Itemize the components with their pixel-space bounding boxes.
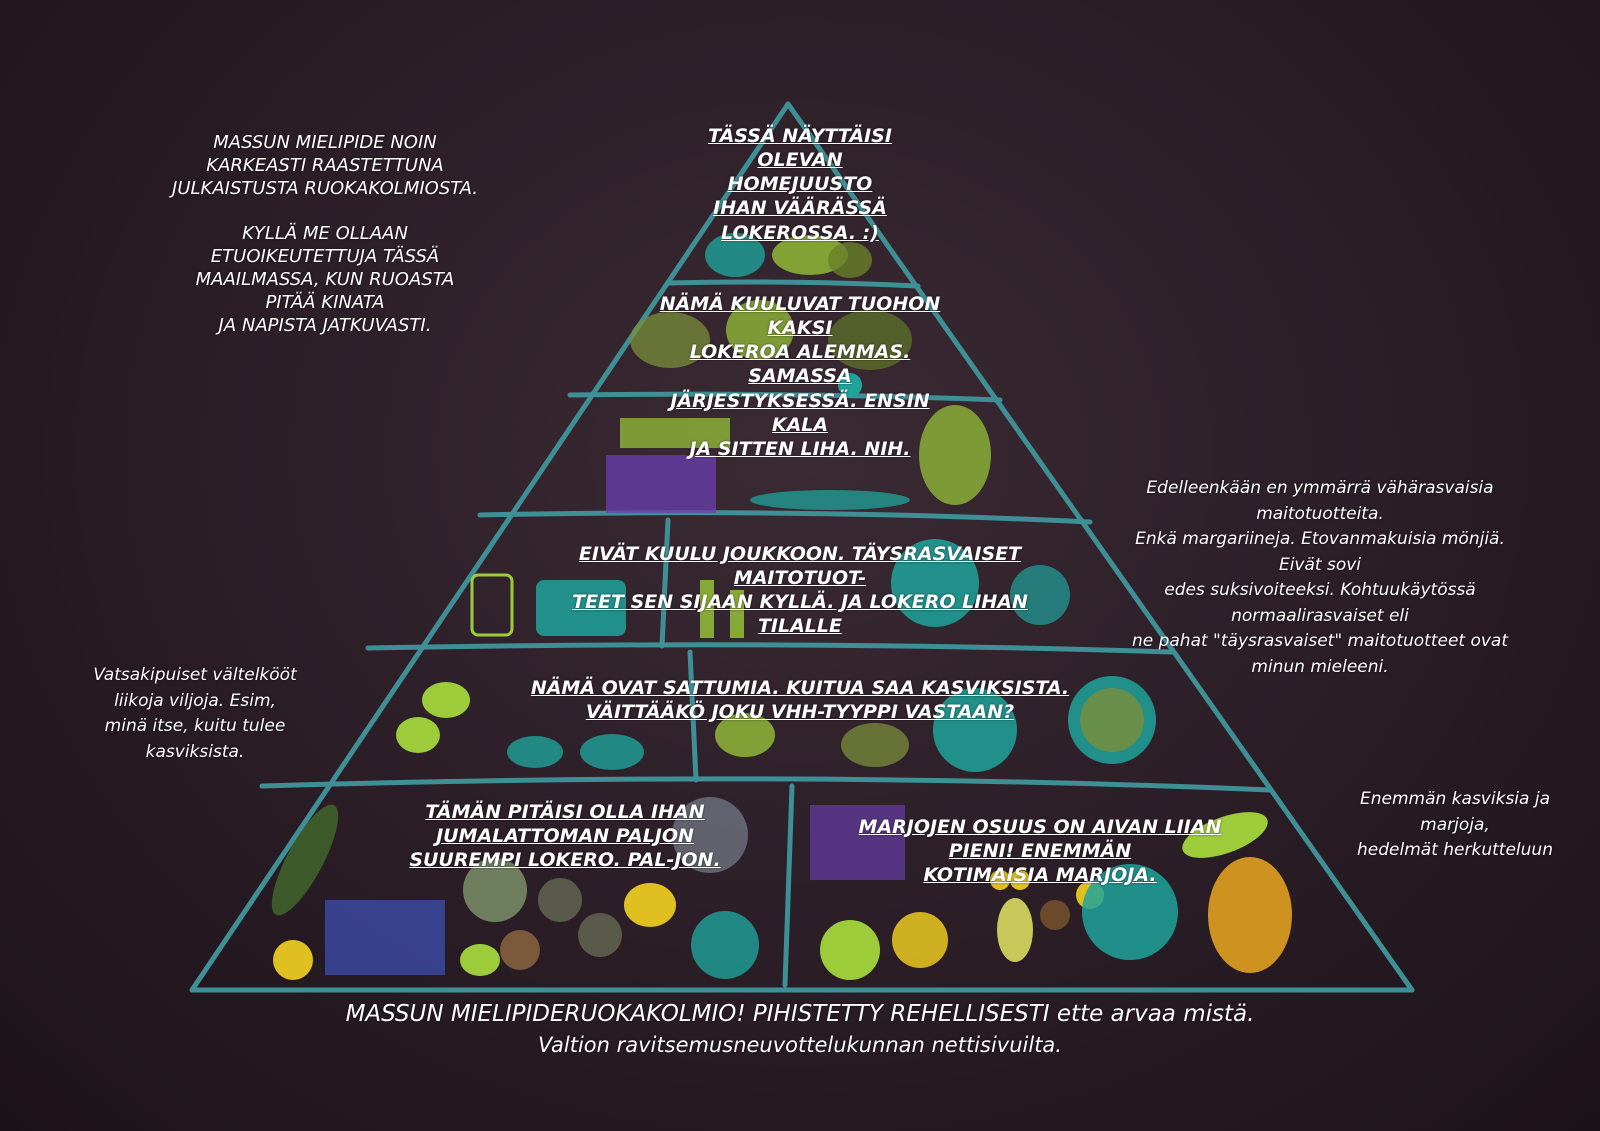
second-section-foods (630, 300, 912, 397)
footer-source: Valtion ravitsemusneuvottelukunnan netti… (538, 1033, 1062, 1057)
pyramid-chalk-lines (189, 101, 1415, 993)
pyramid-text-top: TÄSSÄ NÄYTTÄISI OLEVAN HOMEJUUSTO IHAN V… (708, 125, 892, 244)
footer-title: MASSUN MIELIPIDERUOKAKOLMIO! PIHISTETTY … (345, 1001, 1255, 1027)
top-section-foods (705, 233, 872, 278)
grains-section-foods (396, 676, 1156, 772)
berries-section-foods (810, 805, 1292, 980)
pyramid-text-berries: MARJOJEN OSUUS ON AIVAN LIIAN PIENI! ENE… (858, 816, 1222, 887)
note-top-left: MASSUN MIELIPIDE NOIN KARKEASTI RAASTETT… (172, 132, 478, 336)
pyramid-text-vegetables: TÄMÄN PITÄISI OLLA IHAN JUMALATTOMAN PAL… (409, 801, 721, 872)
pyramid-text-second: NÄMÄ KUULUVAT TUOHON KAKSI LOKEROA ALEMM… (659, 293, 941, 460)
pyramid-text-dairy: EIVÄT KUULU JOUKKOON. TÄYSRASVAISET MAIT… (572, 543, 1028, 638)
note-right-middle: Edelleenkään en ymmärrä vähärasvaisia ma… (1131, 478, 1509, 677)
dairy-section-foods (470, 539, 1070, 638)
note-right-bottom: Enemmän kasviksia ja marjoja, hedelmät h… (1357, 789, 1553, 860)
vegetables-section-foods (271, 797, 759, 980)
third-section-foods (606, 405, 991, 513)
pyramid-text-grains: NÄMÄ OVAT SATTUMIA. KUITUA SAA KASVIKSIS… (530, 677, 1070, 724)
note-left-middle: Vatsakipuiset vältelkööt liikoja viljoja… (93, 665, 297, 762)
